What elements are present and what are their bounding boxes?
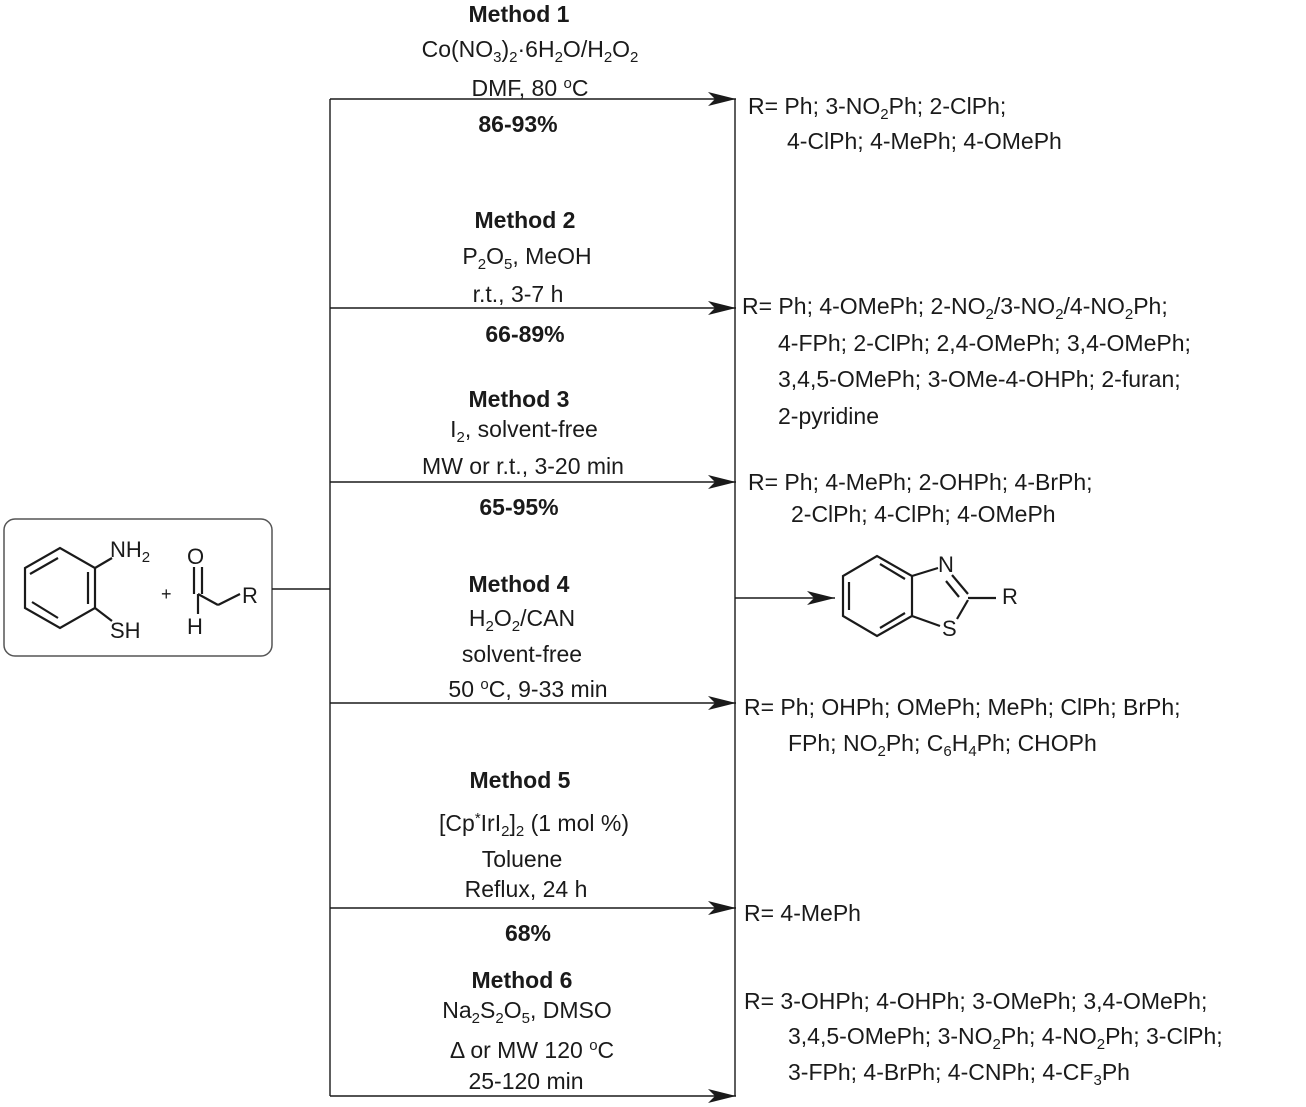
method-4-substituents-line-1: R= Ph; OHPh; OMePh; MePh; ClPh; BrPh; [744,694,1181,720]
method-1-title: Method 1 [468,1,570,27]
product-s-label: S [942,616,957,641]
method-2-substituents-line-3: 3,4,5-OMePh; 3-OMe-4-OHPh; 2-furan; [778,366,1181,392]
method-5-condition-1: [Cp*IrI2]2 (1 mol %) [439,810,629,840]
reactants-box [3,518,273,657]
method-2-yield: 66-89% [485,321,565,347]
method-1-substituents-line-1: R= Ph; 3-NO2Ph; 2-ClPh; [748,93,1007,123]
method-2-substituents-line-1: R= Ph; 4-OMePh; 2-NO2/3-NO2/4-NO2Ph; [742,293,1168,323]
method-2-condition-2: r.t., 3-7 h [472,281,564,307]
method-5-yield: 68% [504,920,552,946]
method-4-condition-1: H2O2/CAN [468,605,576,635]
method-6-substituents-line-1: R= 3-OHPh; 4-OHPh; 3-OMePh; 3,4-OMePh; [744,988,1208,1014]
amine-label: NH2 [110,537,151,566]
thiol-label: SH [110,618,141,643]
method-6-substituents-line-2: 3,4,5-OMePh; 3-NO2Ph; 4-NO2Ph; 3-ClPh; [788,1023,1223,1053]
aldehyde-r-label: R [242,583,258,608]
benzothiazole-structure [841,554,996,638]
method-1-yield: 86-93% [478,111,558,137]
method-3-yield: 65-95% [479,494,559,520]
plus-sign: + [161,584,172,604]
method-2-substituents-line-2: 4-FPh; 2-ClPh; 2,4-OMePh; 3,4-OMePh; [778,330,1191,356]
method-3-title: Method 3 [468,386,570,412]
method-4-condition-3: 50 oC, 9-33 min [448,676,608,702]
method-4-title: Method 4 [468,571,570,597]
method-6-condition-2: Δ or MW 120 oC [449,1037,615,1063]
product-r-label: R [1002,584,1018,609]
method-5-condition-3: Reflux, 24 h [464,876,588,902]
method-4-condition-2: solvent-free [461,641,583,667]
method-6-condition-1: Na2S2O5, DMSO [442,997,612,1027]
method-3-substituents-line-2: 2-ClPh; 4-ClPh; 4-OMePh [791,501,1056,527]
method-1-condition-2: DMF, 80 oC [471,75,589,101]
method-3-condition-2: MW or r.t., 3-20 min [422,453,624,479]
method-6-substituents-line-3: 3-FPh; 4-BrPh; 4-CNPh; 4-CF3Ph [788,1059,1130,1089]
method-2-title: Method 2 [474,207,576,233]
method-2-substituents-line-4: 2-pyridine [778,403,879,429]
product-n-label: N [938,552,954,577]
method-5-substituents-line-1: R= 4-MePh [744,900,861,926]
method-6-condition-3: 25-120 min [468,1068,584,1094]
method-3-substituents-line-1: R= Ph; 4-MePh; 2-OHPh; 4-BrPh; [748,469,1093,495]
aldehyde-structure [192,567,241,614]
method-2-condition-1: P2O5, MeOH [462,243,592,273]
method-4-substituents-line-2: FPh; NO2Ph; C6H4Ph; CHOPh [788,730,1097,760]
aminothiophenol-structure [23,546,113,630]
method-1-condition-1: Co(NO3)2·6H2O/H2O2 [421,36,639,66]
method-1-substituents-line-2: 4-ClPh; 4-MePh; 4-OMePh [787,128,1062,154]
method-6-title: Method 6 [471,967,573,993]
method-3-condition-1: I2, solvent-free [450,416,598,446]
aldehyde-oxygen-label: O [187,544,205,569]
aldehyde-hydrogen-label: H [187,614,203,639]
method-5-title: Method 5 [469,767,571,793]
method-5-condition-2: Toluene [481,846,563,872]
